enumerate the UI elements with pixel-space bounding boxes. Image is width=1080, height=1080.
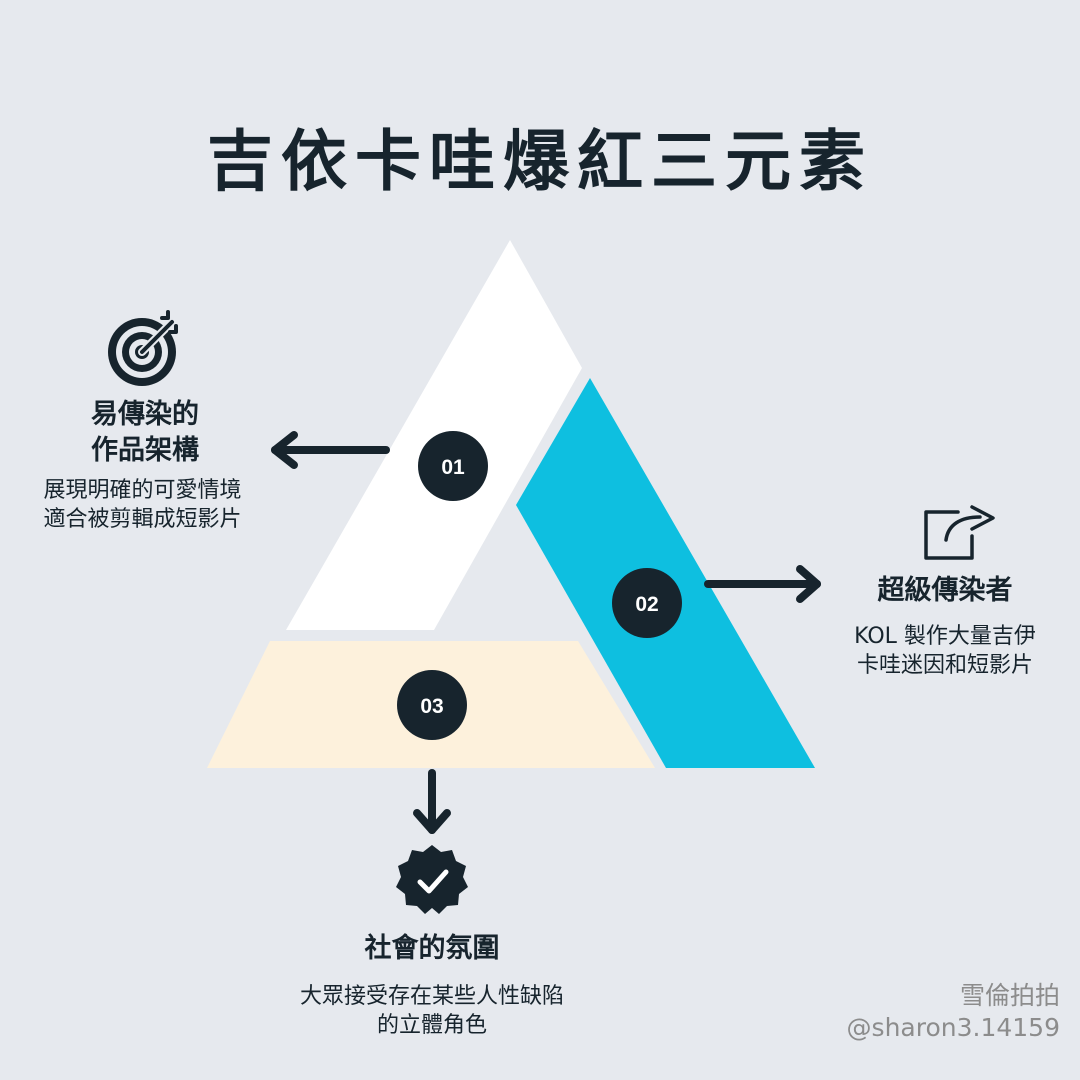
segment-02 — [516, 378, 815, 768]
credit-handle: @sharon3.14159 — [846, 1013, 1060, 1042]
arrow-down — [413, 769, 451, 834]
badge-03: 03 — [397, 670, 467, 740]
item-02-heading: 超級傳染者 — [877, 575, 1013, 606]
badge-01: 01 — [418, 431, 488, 501]
verified-badge-icon — [396, 845, 468, 914]
badge-02-label: 02 — [635, 593, 658, 616]
badge-02: 02 — [612, 568, 682, 638]
item-01-desc-line1: 展現明確的可愛情境 — [43, 478, 242, 503]
target-icon — [108, 310, 178, 386]
item-01-heading: 易傳染的 作品架構 — [40, 397, 250, 469]
badge-01-label: 01 — [441, 456, 465, 479]
arrow-right — [704, 565, 821, 603]
item-03-desc-line1: 大眾接受存在某些人性缺陷 — [299, 984, 564, 1009]
page-title: 吉依卡哇爆紅三元素 — [207, 123, 873, 200]
item-02-description: KOL 製作大量吉伊 卡哇迷因和短影片 — [830, 622, 1060, 680]
item-01-desc-line2: 適合被剪輯成短影片 — [43, 507, 242, 532]
item-02-desc-line1: KOL 製作大量吉伊 — [854, 624, 1036, 649]
item-01-description: 展現明確的可愛情境 適合被剪輯成短影片 — [10, 476, 275, 534]
credit: 雪倫拍拍 @sharon3.14159 — [847, 980, 1060, 1044]
item-03-description: 大眾接受存在某些人性缺陷 的立體角色 — [257, 982, 607, 1040]
item-03-desc-line2: 的立體角色 — [376, 1013, 487, 1038]
credit-name: 雪倫拍拍 — [959, 981, 1060, 1010]
badge-03-label: 03 — [420, 695, 443, 718]
share-icon — [924, 505, 995, 560]
arrow-left — [271, 431, 390, 469]
item-01-heading-line1: 易傳染的 — [91, 399, 199, 430]
item-03-heading: 社會的氛圍 — [364, 933, 500, 964]
item-02-desc-line2: 卡哇迷因和短影片 — [856, 653, 1033, 678]
item-01-heading-line2: 作品架構 — [91, 435, 199, 466]
segment-01 — [286, 240, 582, 630]
